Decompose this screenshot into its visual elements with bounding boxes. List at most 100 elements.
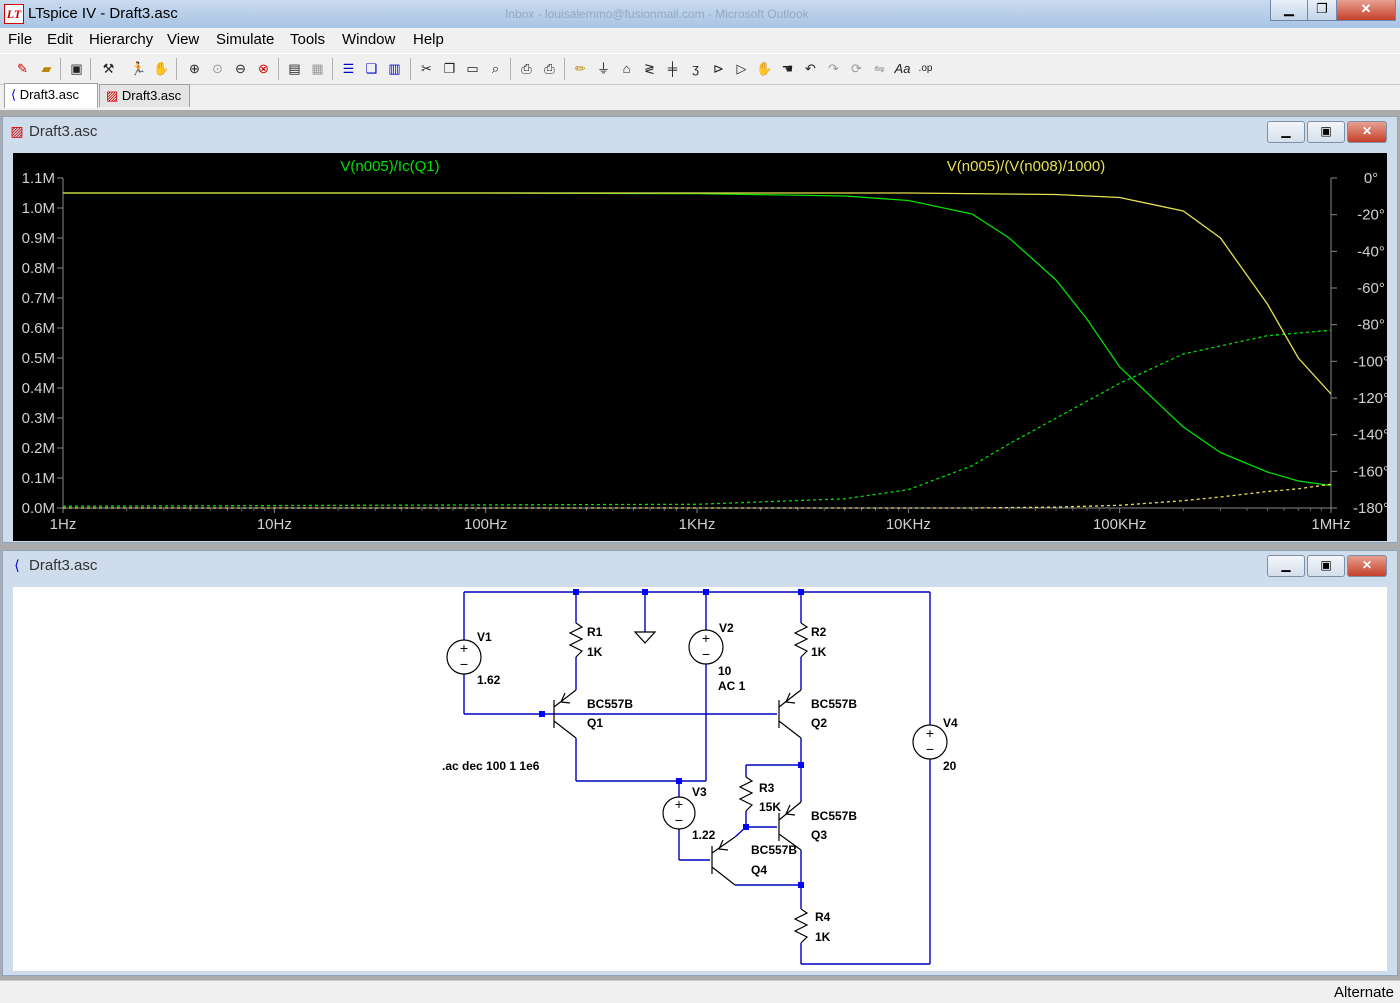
- halt-icon[interactable]: ✋: [153, 61, 170, 76]
- menu-tools[interactable]: Tools: [290, 31, 326, 48]
- status-bar: Alternate: [0, 980, 1400, 1003]
- minimize-icon: ▁: [1281, 124, 1291, 138]
- label-net-icon[interactable]: ⌂: [622, 61, 631, 76]
- undo-icon[interactable]: ↶: [805, 61, 816, 76]
- toolbar-separator: [332, 58, 333, 80]
- print-icon[interactable]: ⎙: [544, 61, 555, 76]
- left-tick-label: 0.4M: [22, 380, 55, 397]
- run-icon[interactable]: 🏃: [130, 61, 147, 76]
- menu-hierarchy[interactable]: Hierarchy: [89, 31, 154, 48]
- paste-icon[interactable]: ▭: [466, 61, 479, 76]
- drag-hand-icon[interactable]: ☚: [781, 61, 794, 76]
- resistor-r1: [568, 622, 584, 658]
- copy-icon[interactable]: ❐: [443, 61, 456, 76]
- open-folder-icon[interactable]: ▰: [41, 61, 52, 76]
- left-tick-label: 0.0M: [22, 500, 55, 517]
- label-v1-value: 1.62: [477, 673, 501, 687]
- rotate-icon[interactable]: ⟳: [851, 61, 862, 76]
- toolbar-separator: [278, 58, 279, 80]
- schematic-window-title: Draft3.asc: [29, 557, 98, 574]
- ltspice-app-icon[interactable]: LT: [4, 4, 24, 24]
- toolbar-separator: [564, 58, 565, 80]
- schematic-canvas[interactable]: +− +− +− +−: [13, 587, 1387, 971]
- left-tick-label: 0.1M: [22, 470, 55, 487]
- diode-icon[interactable]: ⊳: [713, 61, 724, 76]
- resistor-icon[interactable]: ≷: [644, 61, 655, 76]
- tile-vertical-icon[interactable]: ▥: [388, 61, 401, 76]
- control-panel-icon[interactable]: ⚒: [102, 61, 115, 76]
- print-setup-icon[interactable]: ⎙: [521, 61, 532, 76]
- schematic-close-button[interactable]: ✕: [1347, 555, 1387, 577]
- wire-pencil-icon[interactable]: ✏: [575, 61, 586, 76]
- restore-button[interactable]: ❐: [1307, 0, 1337, 21]
- label-r4: R4: [815, 910, 831, 924]
- grid-icon[interactable]: ▦: [311, 61, 324, 76]
- menu-simulate[interactable]: Simulate: [216, 31, 275, 48]
- schematic-window-caption[interactable]: ⟨ Draft3.asc ▁ ▣ ✕: [3, 551, 1397, 581]
- text-icon[interactable]: Aa: [894, 61, 911, 76]
- waveform-window-caption[interactable]: ▨ Draft3.asc ▁ ▣ ✕: [3, 117, 1397, 147]
- tab-schematic[interactable]: ⟨ Draft3.asc: [4, 83, 98, 108]
- label-q4: Q4: [751, 863, 767, 877]
- left-tick-label: 0.7M: [22, 290, 55, 307]
- bode-plot[interactable]: 1.1M1.0M0.9M0.8M0.7M0.6M0.5M0.4M0.3M0.2M…: [13, 153, 1389, 541]
- new-schematic-icon[interactable]: ✎: [17, 61, 28, 76]
- menu-file[interactable]: File: [8, 31, 33, 48]
- plot-minimize-button[interactable]: ▁: [1267, 121, 1305, 143]
- svg-text:−: −: [926, 741, 934, 757]
- source-v4: [912, 724, 948, 760]
- label-v2-ac: AC 1: [718, 679, 746, 693]
- left-tick-label: 0.8M: [22, 260, 55, 277]
- tab-waveform[interactable]: ▨ Draft3.asc: [99, 84, 190, 107]
- zoom-fit-icon[interactable]: ⊗: [258, 61, 269, 76]
- toolbar: ✎ ▰ ▣ ⚒ 🏃 ✋ ⊕ ⊙ ⊖ ⊗ ▤ ▦ ☰ ❏ ▥ ✂ ❐ ▭ ⌕ ⎙ …: [0, 53, 1400, 85]
- schematic-minimize-button[interactable]: ▁: [1267, 555, 1305, 577]
- schematic-window[interactable]: ⟨ Draft3.asc ▁ ▣ ✕: [2, 550, 1398, 976]
- zoom-out-icon[interactable]: ⊖: [235, 61, 246, 76]
- close-button[interactable]: ✕: [1336, 0, 1396, 21]
- schematic-window-icon: ⟨: [14, 557, 20, 573]
- plot-restore-button[interactable]: ▣: [1307, 121, 1345, 143]
- schematic-wires: [463, 591, 931, 965]
- right-tick-label: -140°: [1353, 427, 1387, 444]
- schematic-drawing[interactable]: +− +− +− +−: [13, 587, 1387, 971]
- menu-help[interactable]: Help: [413, 31, 444, 48]
- find-icon[interactable]: ⌕: [491, 61, 500, 76]
- right-tick-label: -20°: [1357, 207, 1385, 224]
- menu-window[interactable]: Window: [342, 31, 396, 48]
- autorange-icon[interactable]: ▤: [288, 61, 301, 76]
- mirror-icon[interactable]: ⇋: [874, 61, 885, 76]
- title-bar: LT LTspice IV - Draft3.asc Inbox - louis…: [0, 0, 1400, 28]
- save-icon[interactable]: ▣: [70, 61, 83, 76]
- menu-edit[interactable]: Edit: [47, 31, 73, 48]
- minimize-button[interactable]: ▁: [1270, 0, 1308, 21]
- spice-directive-icon[interactable]: .op: [918, 63, 933, 74]
- ground-icon[interactable]: ⏚: [596, 61, 610, 76]
- svg-text:+: +: [926, 725, 934, 741]
- move-hand-icon[interactable]: ✋: [756, 61, 773, 76]
- plot-close-button[interactable]: ✕: [1347, 121, 1387, 143]
- schematic-restore-button[interactable]: ▣: [1307, 555, 1345, 577]
- left-tick-label: 0.2M: [22, 440, 55, 457]
- schematic-tab-icon: ⟨: [11, 87, 17, 102]
- component-icon[interactable]: ▷: [736, 61, 747, 76]
- menu-view[interactable]: View: [167, 31, 200, 48]
- cut-icon[interactable]: ✂: [421, 61, 432, 76]
- tile-horizontal-icon[interactable]: ☰: [342, 61, 355, 76]
- toolbar-separator: [60, 58, 61, 80]
- toolbar-separator: [176, 58, 177, 80]
- zoom-in-icon[interactable]: ⊕: [189, 61, 200, 76]
- capacitor-icon[interactable]: ╪: [667, 61, 678, 76]
- label-r3: R3: [759, 781, 775, 795]
- cascade-icon[interactable]: ❏: [365, 61, 378, 76]
- close-icon: ✕: [1361, 558, 1373, 572]
- pan-icon[interactable]: ⊙: [212, 61, 223, 76]
- source-v3: [662, 796, 696, 830]
- minimize-icon: ▁: [1284, 1, 1294, 16]
- redo-icon[interactable]: ↷: [828, 61, 839, 76]
- left-tick-label: 1.1M: [22, 170, 55, 187]
- inductor-icon[interactable]: ʒ: [691, 61, 700, 76]
